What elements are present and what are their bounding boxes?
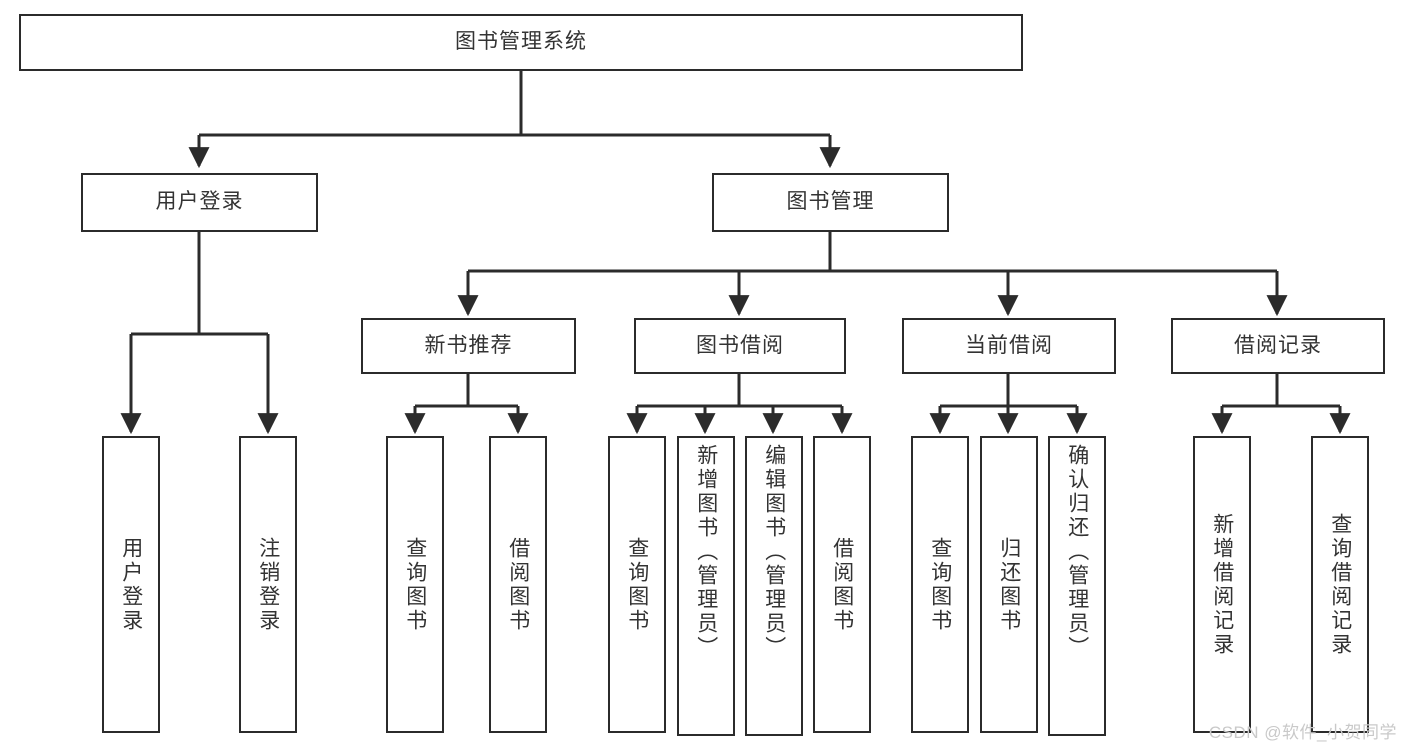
node-new-book-recommend[interactable]: 新书推荐 — [361, 318, 576, 374]
node-label: 查询图书 — [625, 536, 649, 633]
node-label: 借阅图书 — [830, 536, 854, 633]
node-label: 归还图书 — [997, 536, 1021, 633]
node-label: 图书管理 — [786, 190, 875, 214]
node-book-management[interactable]: 图书管理 — [712, 173, 949, 232]
node-leaf-query-book-borrow[interactable]: 查询图书 — [608, 436, 666, 733]
node-borrow-record[interactable]: 借阅记录 — [1171, 318, 1385, 374]
node-label: 借阅记录 — [1234, 333, 1322, 357]
node-leaf-add-borrow-record[interactable]: 新增借阅记录 — [1193, 436, 1251, 733]
watermark: CSDN @软件_小贺同学 — [1208, 723, 1397, 742]
node-book-borrow[interactable]: 图书借阅 — [634, 318, 846, 374]
node-user-login[interactable]: 用户登录 — [81, 173, 318, 232]
node-leaf-user-login[interactable]: 用户登录 — [102, 436, 160, 733]
node-label: 查询图书 — [928, 536, 952, 633]
node-label: 当前借阅 — [965, 333, 1053, 357]
node-leaf-logout[interactable]: 注销登录 — [239, 436, 297, 733]
node-label: 图书借阅 — [696, 333, 784, 357]
node-label: 注销登录 — [256, 536, 280, 633]
node-leaf-edit-book-admin[interactable]: 编辑图书（管理员） — [745, 436, 803, 736]
node-leaf-query-borrow-record[interactable]: 查询借阅记录 — [1311, 436, 1369, 733]
node-root-book-management-system[interactable]: 图书管理系统 — [19, 14, 1023, 71]
node-leaf-confirm-return-admin[interactable]: 确认归还（管理员） — [1048, 436, 1106, 736]
node-leaf-query-book-current[interactable]: 查询图书 — [911, 436, 969, 733]
node-label: 编辑图书（管理员） — [762, 444, 786, 660]
node-leaf-query-book-recommend[interactable]: 查询图书 — [386, 436, 444, 733]
node-label: 借阅图书 — [506, 536, 530, 633]
node-label: 图书管理系统 — [455, 30, 587, 54]
node-label: 新书推荐 — [424, 333, 513, 357]
node-label: 用户登录 — [119, 536, 143, 633]
node-leaf-borrow-book-recommend[interactable]: 借阅图书 — [489, 436, 547, 733]
node-leaf-borrow-book[interactable]: 借阅图书 — [813, 436, 871, 733]
node-label: 查询图书 — [403, 536, 427, 633]
node-label: 确认归还（管理员） — [1065, 444, 1089, 660]
node-label: 查询借阅记录 — [1328, 512, 1352, 657]
node-label: 新增借阅记录 — [1210, 512, 1234, 657]
node-label: 新增图书（管理员） — [694, 444, 718, 660]
node-label: 用户登录 — [155, 190, 244, 214]
node-current-borrow[interactable]: 当前借阅 — [902, 318, 1116, 374]
node-leaf-add-book-admin[interactable]: 新增图书（管理员） — [677, 436, 735, 736]
node-leaf-return-book[interactable]: 归还图书 — [980, 436, 1038, 733]
